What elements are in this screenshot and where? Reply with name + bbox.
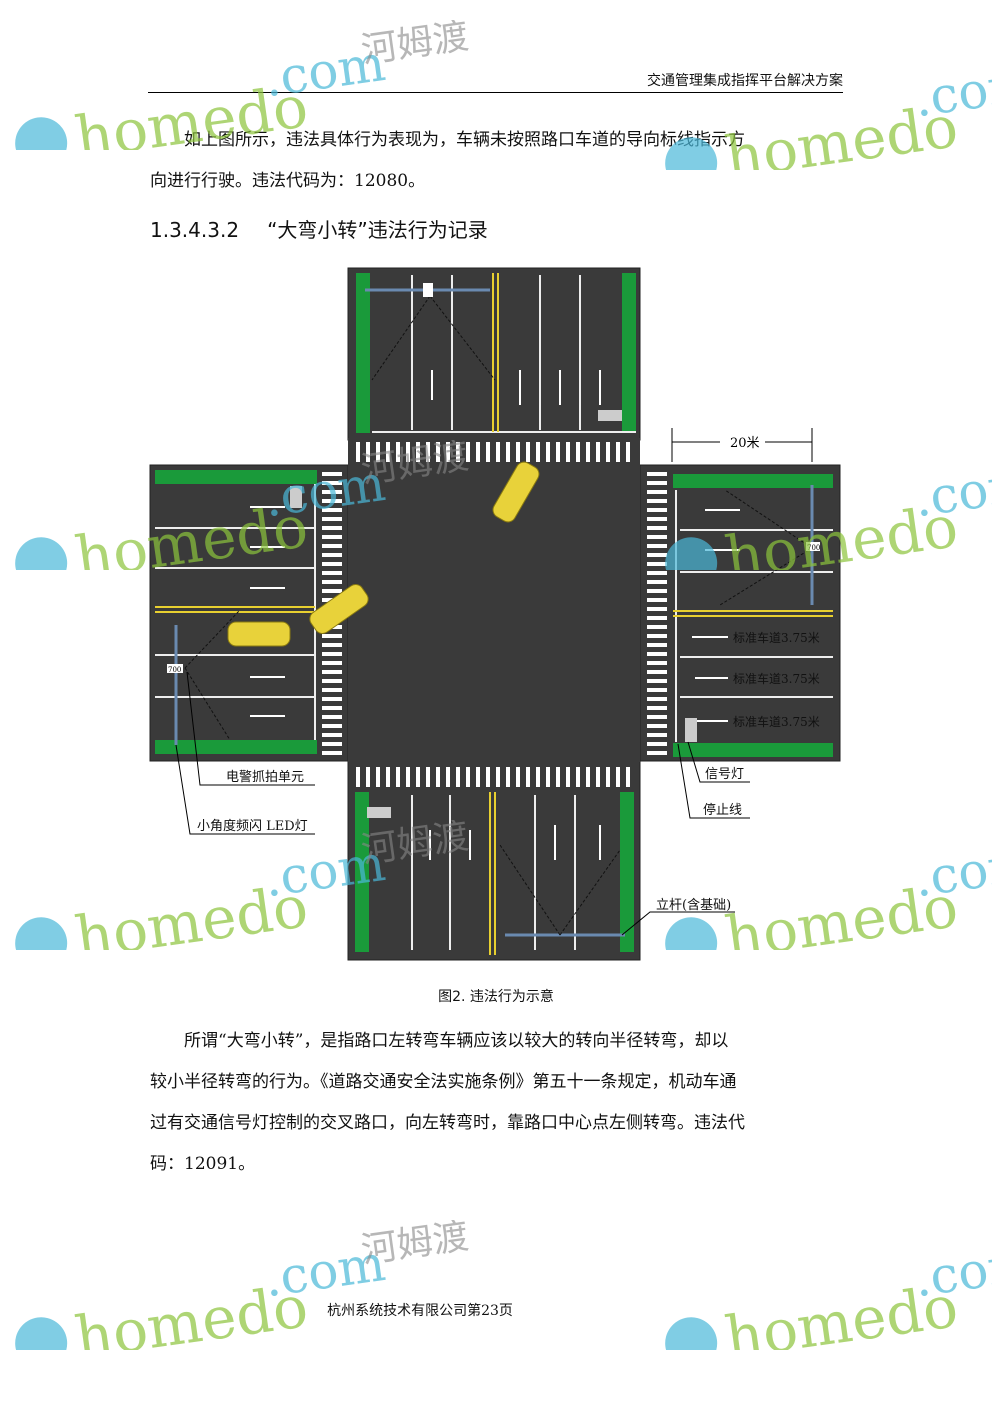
direction-arrows bbox=[250, 370, 740, 860]
sign-text: 700 bbox=[807, 544, 820, 552]
paragraph-line: 过有交通信号灯控制的交叉路口，向左转弯时，靠路口中心点左侧转弯。违法代 bbox=[150, 1113, 745, 1133]
callout-signal-light: 信号灯 bbox=[705, 767, 744, 782]
paragraph-line: 如上图所示，违法具体行为表现为，车辆未按照路口车道的导向标线指示方 bbox=[150, 130, 745, 150]
section-heading: 1.3.4.3.2 “大弯小转”违法行为记录 bbox=[150, 214, 516, 243]
running-header: 交通管理集成指挥平台解决方案 bbox=[647, 73, 843, 89]
section-title: “大弯小转”违法行为记录 bbox=[267, 218, 488, 242]
sign-boxes: 700 700 bbox=[167, 283, 820, 674]
camera-view-lines bbox=[184, 295, 813, 936]
crosswalks bbox=[322, 442, 667, 787]
callout-leaders bbox=[175, 671, 750, 936]
paragraph-line: 较小半径转弯的行为。《道路交通安全法实施条例》第五十一条规定，机动车通 bbox=[150, 1072, 737, 1092]
callout-camera-unit: 电警抓拍单元 bbox=[226, 769, 304, 785]
green-belts bbox=[155, 273, 833, 952]
lane-label: 标准车道3.75米 bbox=[733, 671, 820, 686]
paragraph-line: 码：12091。 bbox=[150, 1154, 256, 1174]
callout-pole: 立杆(含基础) bbox=[656, 897, 731, 913]
distance-dimension bbox=[671, 428, 813, 462]
paragraph-2: 所谓“大弯小转”，是指路口左转弯车辆应该以较大的转向半径转弯，却以 较小半径转弯… bbox=[150, 1021, 844, 1185]
paragraph-line: 向进行行驶。违法代码为：12080。 bbox=[150, 171, 426, 191]
traffic-signals bbox=[290, 410, 697, 818]
cars bbox=[227, 461, 540, 647]
sign-text: 700 bbox=[168, 666, 181, 674]
section-number: 1.3.4.3.2 bbox=[150, 218, 240, 242]
lane-label: 标准车道3.75米 bbox=[733, 630, 820, 645]
figure-caption: 图2. 违法行为示意 bbox=[438, 989, 554, 1005]
page-footer: 杭州系统技术有限公司第23页 bbox=[327, 1303, 513, 1319]
paragraph-1: 如上图所示，违法具体行为表现为，车辆未按照路口车道的导向标线指示方 向进行行驶。… bbox=[150, 120, 844, 202]
paragraph-line: 所谓“大弯小转”，是指路口左转弯车辆应该以较大的转向半径转弯，却以 bbox=[150, 1031, 729, 1051]
lane-label: 标准车道3.75米 bbox=[733, 714, 820, 729]
yellow-center-lines bbox=[155, 273, 833, 955]
header-rule bbox=[148, 92, 843, 93]
distance-label: 20米 bbox=[730, 436, 760, 451]
callout-led-light: 小角度频闪 LED灯 bbox=[197, 818, 308, 834]
callout-stop-line: 停止线 bbox=[703, 802, 742, 818]
